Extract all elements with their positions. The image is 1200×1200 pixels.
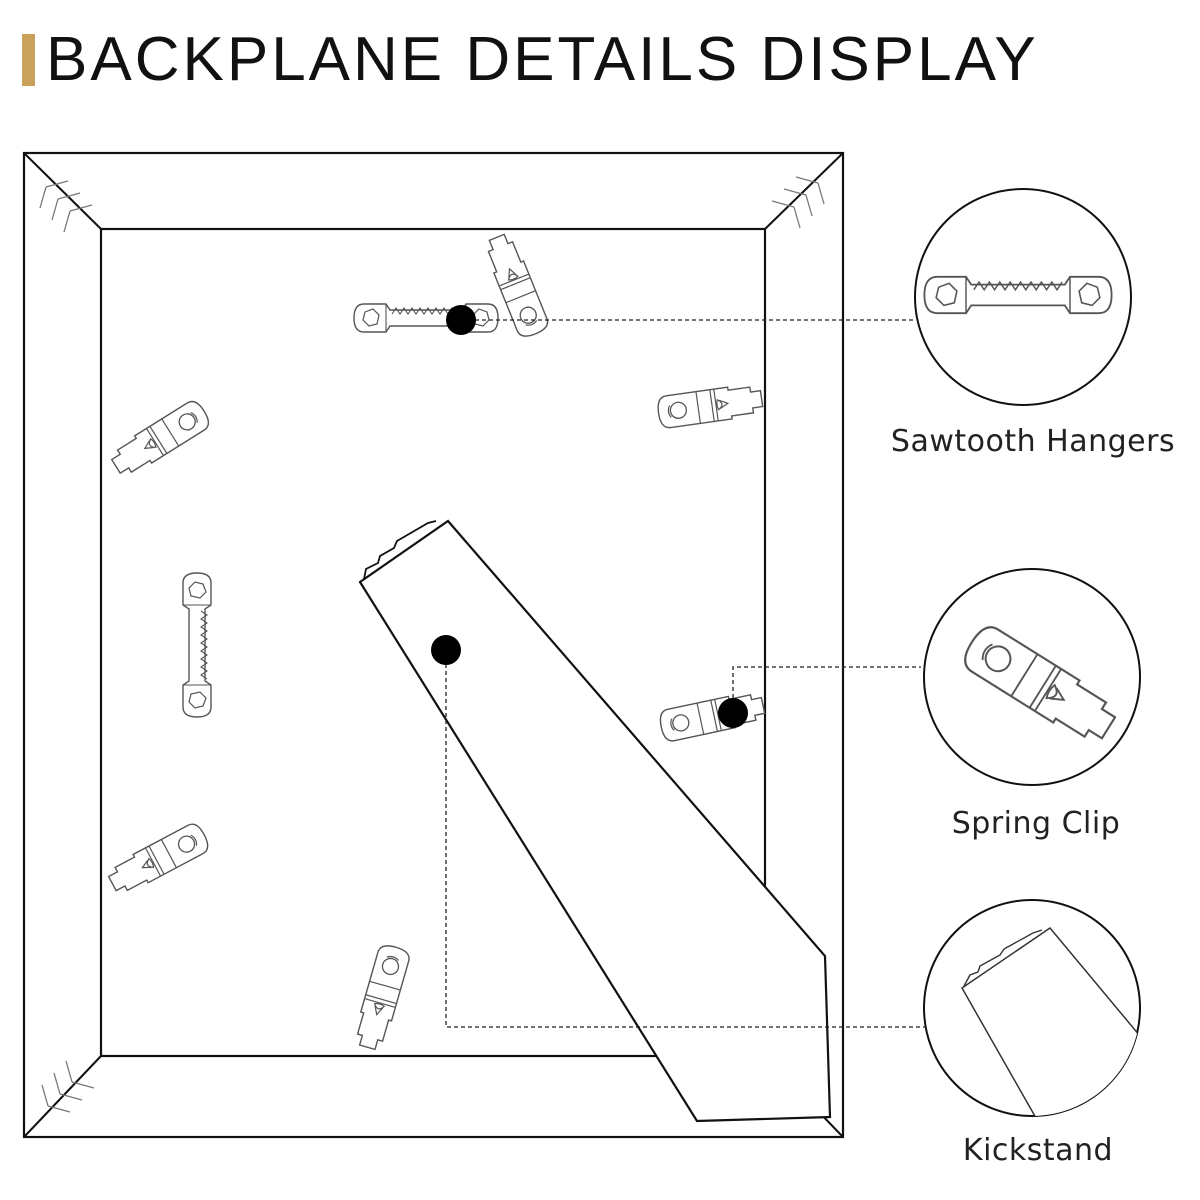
title-accent-bar xyxy=(22,34,35,86)
spring-clip-right-lower xyxy=(657,689,768,744)
page-title: BACKPLANE DETAILS DISPLAY xyxy=(46,25,1039,94)
kickstand xyxy=(358,519,832,1123)
sawtooth-hanger-left xyxy=(182,572,212,718)
sawtooth-hanger-top xyxy=(353,303,499,333)
callout-label-kickstand: Kickstand xyxy=(962,1133,1114,1168)
frame-miter-top-left xyxy=(23,152,102,230)
spring-clip-bottom xyxy=(351,942,413,1053)
callout-label-spring-clip: Spring Clip xyxy=(951,806,1121,841)
marker-dot-sawtooth xyxy=(446,305,476,335)
marker-dot-spring-clip xyxy=(718,698,748,728)
leader-spring-clip xyxy=(732,666,921,712)
frame-miter-top-right xyxy=(764,152,844,230)
frame-outer-border xyxy=(22,151,845,1139)
frame-inner-opening xyxy=(99,227,767,1058)
spring-clip-right-upper xyxy=(655,382,765,430)
staples-top-right xyxy=(771,176,825,229)
leader-kickstand xyxy=(445,650,935,1028)
corner-staples xyxy=(39,176,825,1113)
frame-miter-bottom-left xyxy=(23,1055,102,1138)
spring-clip-left-lower xyxy=(104,819,213,899)
callout-label-sawtooth-hangers: Sawtooth Hangers xyxy=(890,424,1176,459)
staples-top-left xyxy=(39,180,93,233)
spring-clip-left-upper xyxy=(106,396,214,481)
marker-dot-kickstand xyxy=(431,635,461,665)
callout-leaders xyxy=(445,319,935,1028)
staples-bottom-left xyxy=(41,1060,95,1113)
